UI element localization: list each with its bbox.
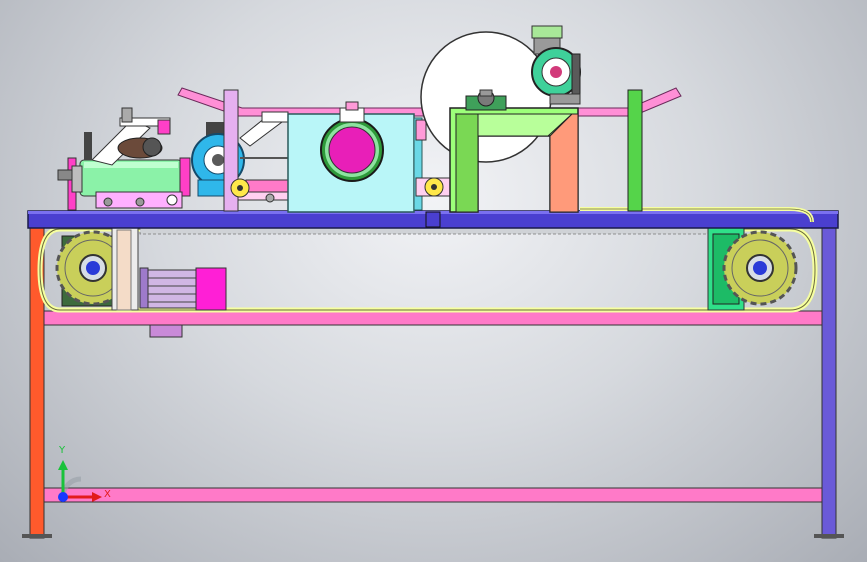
origin-dot <box>58 492 68 502</box>
bottom-rail <box>43 487 823 503</box>
right-foot <box>814 534 844 538</box>
tension-arm <box>239 111 289 159</box>
left-foot <box>22 534 52 538</box>
lower-frame <box>22 223 844 539</box>
left-sprocket <box>55 227 139 311</box>
bearing-block <box>465 89 507 111</box>
drive-mount-block <box>149 324 183 338</box>
chain-run <box>139 227 711 235</box>
housing-bore <box>328 126 376 174</box>
beam-joint <box>425 211 441 228</box>
coordinate-triad: Y X <box>58 445 111 502</box>
table-top <box>27 210 839 229</box>
right-sprocket <box>707 227 798 311</box>
right-vertical-post <box>627 89 643 212</box>
motor-body <box>195 267 227 311</box>
fan-motor <box>531 25 581 105</box>
middle-rail <box>43 310 823 326</box>
left-roller-unit <box>57 107 191 211</box>
right-leg <box>821 223 837 539</box>
drive-motor <box>139 267 227 311</box>
central-housing <box>287 101 423 213</box>
x-axis-label: X <box>104 489 111 500</box>
y-axis-label: Y <box>58 445 66 456</box>
bracket-right-panel <box>549 113 579 213</box>
lower-guide <box>230 178 293 203</box>
bracket-frame <box>449 107 579 213</box>
top-belt <box>580 207 814 223</box>
